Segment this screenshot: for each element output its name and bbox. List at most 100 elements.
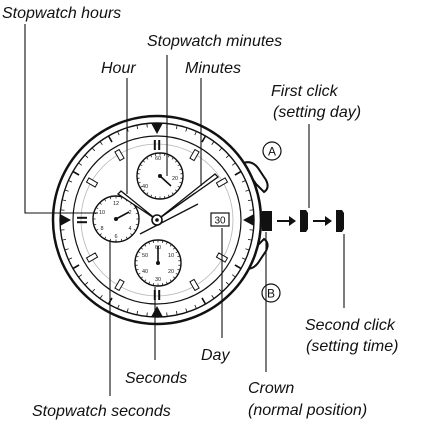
- crown-second-click: [336, 210, 344, 232]
- subdial-tick: [150, 154, 152, 158]
- day-window-value: 30: [214, 216, 226, 227]
- label-second-click-sub: (setting time): [306, 338, 398, 355]
- subdial-tick: [99, 202, 102, 205]
- subdial-tick: [148, 281, 150, 285]
- bezel-tick: [234, 170, 242, 176]
- bezel-tick: [84, 281, 89, 286]
- subdial-tick: [171, 157, 174, 160]
- subdial-tick: [169, 279, 172, 282]
- bezel-tick: [225, 154, 230, 159]
- center-pivot-dot: [155, 218, 159, 222]
- hour-marker: [189, 148, 200, 162]
- subdial-tick: [140, 276, 143, 279]
- bezel-tick: [107, 135, 113, 143]
- bezel-tick: [62, 238, 67, 241]
- subdial-tick: [133, 207, 137, 210]
- subdial-tick: [179, 182, 182, 184]
- arrow-head-1: [289, 216, 296, 226]
- subdial-tick: [168, 154, 170, 158]
- subdial-tick: [177, 255, 180, 257]
- subdial-tick: [144, 279, 147, 282]
- subdial-tick: [142, 160, 145, 163]
- label-hour: Hour: [101, 60, 136, 77]
- bezel-tick: [232, 162, 236, 166]
- subdial-seconds-pivot: [156, 261, 160, 265]
- bezel-tick: [68, 180, 73, 183]
- subdial-tick: [137, 272, 141, 275]
- bezel-tick: [185, 308, 188, 313]
- bezel-tick: [175, 310, 178, 315]
- subdial-hours-hand: [115, 211, 130, 220]
- subdial-minutes: 60 20 40: [136, 152, 184, 200]
- bezel-triangle: [151, 123, 163, 134]
- hour-marker: [85, 177, 99, 188]
- bezel-triangle: [60, 214, 71, 226]
- subdial-tick: [144, 244, 147, 247]
- subdial-tick: [93, 223, 97, 226]
- label-day: Day: [201, 347, 230, 364]
- label-stopwatch-minutes: Stopwatch minutes: [147, 33, 282, 50]
- sub-sec-label-10: 10: [168, 253, 174, 259]
- bezel-tick: [126, 308, 129, 313]
- bezel-tick: [218, 147, 223, 152]
- sub-hr-label-8: 8: [100, 226, 103, 232]
- subdial-tick: [177, 164, 181, 167]
- subdial-tick: [168, 194, 170, 198]
- bezel-tick: [241, 180, 246, 183]
- subdial-tick: [137, 251, 141, 254]
- bezel-tick: [91, 147, 96, 152]
- subdial-tick: [152, 240, 155, 244]
- hour-marker: [114, 278, 125, 292]
- crown-first-click: [300, 210, 308, 232]
- hour-marker: [114, 148, 125, 162]
- hour-marker: [85, 252, 99, 263]
- leader-stopwatch-hours: [24, 24, 98, 214]
- bezel-tick: [241, 257, 246, 260]
- day-window-frame: [210, 212, 230, 227]
- bezel-tick: [84, 154, 89, 159]
- bezel-tick: [211, 141, 215, 145]
- stopwatch-seconds-hand: [139, 203, 199, 235]
- label-seconds: Seconds: [125, 370, 187, 387]
- subdial-hours-pivot: [114, 217, 118, 221]
- subdial-tick: [175, 160, 178, 163]
- subdial-minutes-pivot: [158, 174, 162, 178]
- bezel-tick: [194, 304, 197, 309]
- main-hands: [116, 173, 220, 235]
- subdial-tick: [95, 207, 99, 210]
- bezel-tick: [78, 162, 82, 166]
- subdial-tick: [169, 244, 172, 247]
- bezel-triangle: [243, 214, 254, 226]
- hour-marker: [215, 177, 229, 188]
- bezel-tick: [247, 199, 252, 202]
- bezel-tick: [201, 297, 207, 305]
- sub-hr-label-6: 6: [114, 234, 117, 240]
- hour-hand: [116, 190, 158, 221]
- sub-sec-label-20: 20: [168, 269, 174, 275]
- subdial-tick: [148, 241, 150, 245]
- bezel-tick: [136, 125, 139, 130]
- subdial-tick: [104, 198, 107, 202]
- subdial-tick: [161, 282, 164, 286]
- subdial-tick: [142, 189, 145, 192]
- subdial-tick: [136, 269, 139, 271]
- subdial-tick: [133, 228, 137, 231]
- bezel-tick: [64, 189, 69, 192]
- subdial-hours: 12 2 4 6 8 10: [92, 195, 140, 243]
- subdial-tick: [140, 247, 143, 250]
- subdial-tick: [138, 168, 141, 170]
- bezel-tick: [245, 189, 250, 192]
- bezel-tick: [247, 238, 252, 241]
- bezel-triangles: [60, 123, 254, 317]
- subdial-tick: [99, 233, 102, 236]
- subdial-tick: [166, 281, 168, 285]
- bezel-tick: [78, 274, 82, 278]
- sub-hr-label-2: 2: [128, 210, 131, 216]
- subdial-tick: [120, 238, 123, 242]
- subdial-tick: [173, 276, 176, 279]
- subdial-tick: [171, 192, 174, 195]
- subdial-tick: [139, 164, 143, 167]
- button-a-letter: A: [268, 145, 276, 159]
- subdial-tick: [130, 233, 133, 236]
